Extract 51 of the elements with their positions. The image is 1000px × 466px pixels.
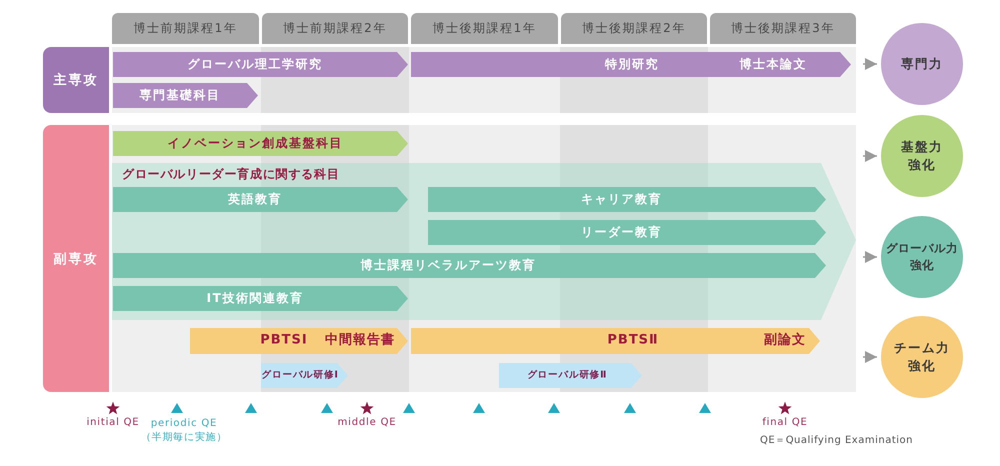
header-tab: 博士前期課程1年 [112,13,259,44]
header-tab: 博士後期課程2年 [561,13,707,44]
arrow-band [261,363,348,388]
circle-label: 専門力 [900,54,944,73]
band-label: IT技術関連教育 [206,292,304,306]
arrow-band [113,286,408,311]
band-label: 専門基礎科目 [140,88,220,102]
marker-label: initial QE [86,417,140,428]
category-tab: 主専攻 [43,47,109,113]
band-label: キャリア教育 [581,192,662,206]
arrow-band [113,187,408,212]
arrow-band [113,83,258,108]
footnote: QE＝Qualifying Examination [760,435,913,446]
arrow-band [190,328,408,354]
arrow-band [411,52,851,77]
band-label: グローバル理工学研究 [188,58,322,72]
arrow-band [113,131,408,156]
arrow-band [428,187,826,212]
marker-label: periodic QE （半期毎に実施） [140,417,228,445]
band-label: リーダー教育 [581,226,662,240]
header-tab: 博士後期課程1年 [411,13,558,44]
band-label: 中間報告書 [325,334,395,348]
arrow [863,351,877,363]
band-label: PBTSⅡ [607,334,659,348]
band-label: 英語教育 [228,192,282,206]
band-label: グローバル研修Ⅱ [527,370,607,381]
circle-label: チーム力強化 [893,338,951,375]
circle-label: グローバル力強化 [886,240,958,274]
panel-heading: グローバルリーダー育成に関する科目 [122,168,340,182]
header-tab: 博士前期課程2年 [262,13,408,44]
circle-label: 基盤力強化 [900,138,944,174]
band-label: 博士課程リベラルアーツ教育 [360,258,536,272]
arrow-band [113,52,408,77]
band-label: イノベーション創成基盤科目 [167,136,343,150]
arrow-band [411,328,820,354]
category-tab: 副専攻 [43,125,109,392]
arrow [863,58,877,70]
band-label: 博士本論文 [739,58,807,72]
arrow [863,150,877,162]
arrow-band [499,363,642,388]
band-label: PBTSⅠ [260,334,308,348]
arrow [863,251,877,263]
arrow-band [428,220,826,245]
band-label: 副論文 [764,334,806,348]
header-tab: 博士後期課程3年 [710,13,856,44]
marker-label: middle QE [338,417,396,428]
marker-label: final QE [762,417,808,428]
chevron-panel [112,163,856,320]
arrow-band [113,253,826,278]
band-label: グローバル研修Ⅰ [262,370,338,381]
band-label: 特別研究 [605,58,659,72]
